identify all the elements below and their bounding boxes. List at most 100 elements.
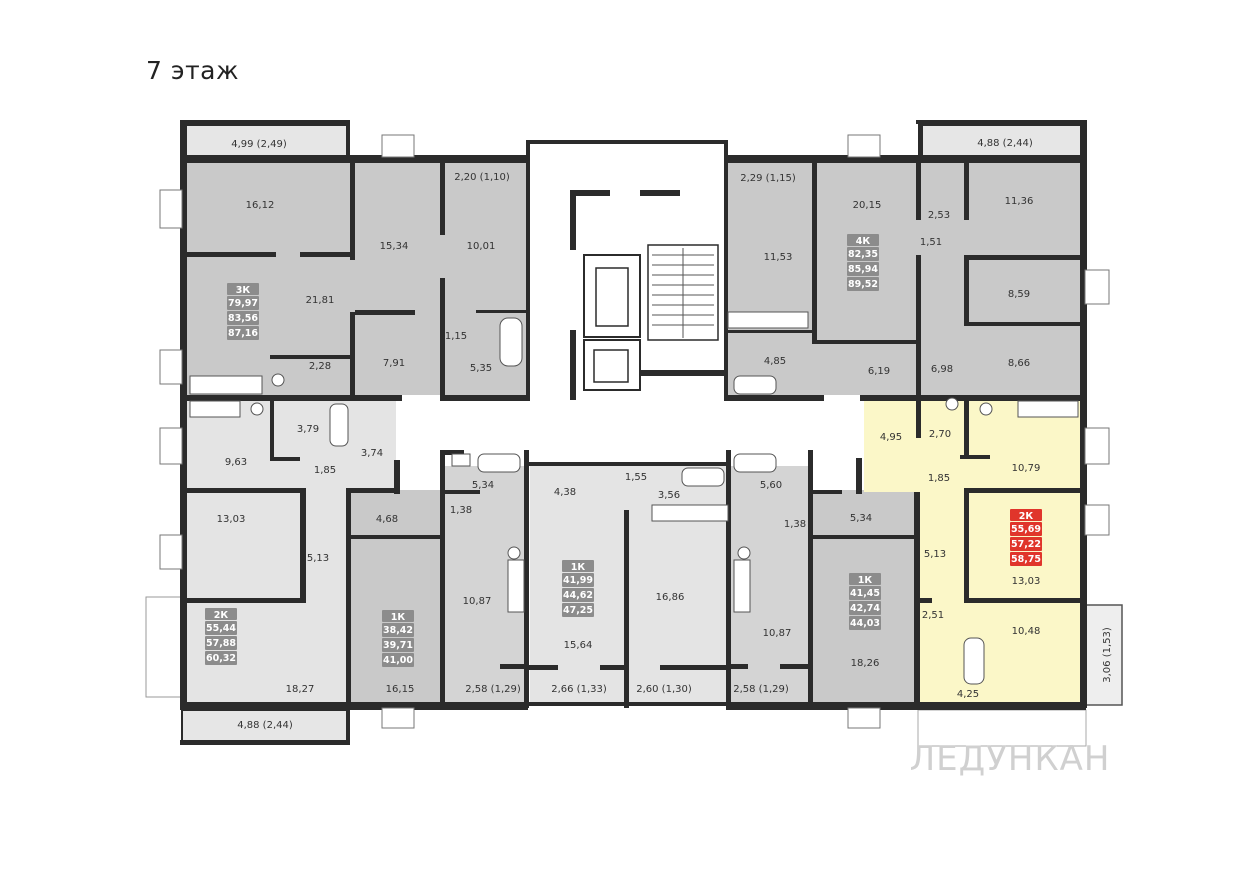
apartment-area: 57,88 <box>206 638 236 649</box>
apartment-area: 58,75 <box>1011 554 1041 565</box>
apartment-area: 85,94 <box>848 264 878 275</box>
room-label: 10,87 <box>463 596 492 607</box>
room-label: 2,70 <box>929 429 951 440</box>
apartment-type: 1К <box>571 562 586 573</box>
room-label: 2,58 (1,29) <box>465 684 521 695</box>
floor-title: 7 этаж <box>146 56 239 85</box>
apartment-badge-1k-center[interactable]: 1К 41,99 44,62 47,25 <box>562 560 594 617</box>
room-label: 4,88 (2,44) <box>237 720 293 731</box>
room-label: 8,59 <box>1008 289 1030 300</box>
apartment-area: 42,74 <box>850 603 880 614</box>
room-label: 13,03 <box>1012 576 1041 587</box>
room-label: 4,68 <box>376 514 398 525</box>
room-label: 16,12 <box>246 200 275 211</box>
room-label: 1,38 <box>450 505 472 516</box>
room-label: 1,85 <box>928 473 950 484</box>
room-label: 3,79 <box>297 424 319 435</box>
apartment-area: 87,16 <box>228 328 258 339</box>
room-label: 3,74 <box>361 448 383 459</box>
room-label: 15,64 <box>564 640 593 651</box>
room-label: 2,20 (1,10) <box>454 172 510 183</box>
room-label: 3,56 <box>658 490 680 501</box>
terrace-bottom-right <box>917 709 1087 747</box>
room-label: 2,53 <box>928 210 950 221</box>
watermark: ЛЕДУНКАН <box>910 739 1111 779</box>
room-label: 1,85 <box>314 465 336 476</box>
apartment-area: 83,56 <box>228 313 258 324</box>
room-label: 5,13 <box>307 553 329 564</box>
room-label: 10,01 <box>467 241 496 252</box>
room-label: 5,34 <box>472 480 494 491</box>
room-label: 10,79 <box>1012 463 1041 474</box>
room-label: 4,95 <box>880 432 902 443</box>
walls <box>180 120 1087 745</box>
room-label: 10,87 <box>763 628 792 639</box>
apartment-area: 41,45 <box>850 588 880 599</box>
room-label: 4,38 <box>554 487 576 498</box>
room-label: 1,51 <box>920 237 942 248</box>
room-label: 20,15 <box>853 200 882 211</box>
apartment-badge-1k-right[interactable]: 1К 41,45 42,74 44,03 <box>849 573 881 630</box>
corridor <box>396 398 864 466</box>
balcony-top-left <box>181 124 349 160</box>
room-label: 5,13 <box>924 549 946 560</box>
apartment-area: 41,99 <box>563 575 593 586</box>
apartment-area: 44,62 <box>563 590 593 601</box>
apartment-area: 55,69 <box>1011 524 1041 535</box>
apartment-type: 2К <box>1019 511 1034 522</box>
room-label: 21,81 <box>306 295 335 306</box>
room-label: 5,60 <box>760 480 782 491</box>
windows <box>159 134 1110 729</box>
apartment-3k-area[interactable] <box>186 160 526 395</box>
room-label: 6,19 <box>868 366 890 377</box>
room-label: 2,51 <box>922 610 944 621</box>
apartment-area: 57,22 <box>1011 539 1041 550</box>
apartment-badge-2k-right-selected[interactable]: 2К 55,69 57,22 58,75 <box>1010 509 1042 566</box>
bathroom-fixtures <box>189 311 1079 685</box>
apartment-badge-2k-left[interactable]: 2К 55,44 57,88 60,32 <box>205 608 237 665</box>
apartment-area: 39,71 <box>383 640 413 651</box>
room-label: 3,06 (1,53) <box>1102 627 1113 683</box>
room-label: 6,98 <box>931 364 953 375</box>
apartment-area: 47,25 <box>563 605 593 616</box>
room-label: 8,66 <box>1008 358 1030 369</box>
room-label: 1,15 <box>445 331 467 342</box>
room-label: 2,60 (1,30) <box>636 684 692 695</box>
room-label: 4,99 (2,49) <box>231 139 287 150</box>
room-label: 5,35 <box>470 363 492 374</box>
room-label: 16,86 <box>656 592 685 603</box>
apartment-4k-fill <box>728 160 1082 395</box>
apartment-area: 79,97 <box>228 298 258 309</box>
room-label: 15,34 <box>380 241 409 252</box>
room-label: 10,48 <box>1012 626 1041 637</box>
apartment-type: 1К <box>391 612 406 623</box>
staircase <box>647 244 719 341</box>
apartment-4k-area[interactable] <box>728 160 1082 395</box>
apartment-area: 38,42 <box>383 625 413 636</box>
room-label: 4,85 <box>764 356 786 367</box>
room-label: 7,91 <box>383 358 405 369</box>
room-label: 2,29 (1,15) <box>740 173 796 184</box>
room-label: 11,53 <box>764 252 793 263</box>
apartment-1k-left-main-fill <box>350 490 444 704</box>
room-label: 18,27 <box>286 684 315 695</box>
room-label: 2,58 (1,29) <box>733 684 789 695</box>
apartment-badge-3k[interactable]: 3К 79,97 83,56 87,16 <box>227 283 259 340</box>
room-label: 2,28 <box>309 361 331 372</box>
room-label: 9,63 <box>225 457 247 468</box>
room-label: 2,66 (1,33) <box>551 684 607 695</box>
apartment-area: 89,52 <box>848 279 878 290</box>
room-label: 5,34 <box>850 513 872 524</box>
apartment-area: 82,35 <box>848 249 878 260</box>
elevator-2-cabin <box>593 349 629 383</box>
apartment-3k-fill <box>186 160 526 395</box>
apartment-area: 60,32 <box>206 653 236 664</box>
room-label: 1,55 <box>625 472 647 483</box>
apartment-badge-1k-left[interactable]: 1К 38,42 39,71 41,00 <box>382 610 414 667</box>
room-label: 13,03 <box>217 514 246 525</box>
apartment-badge-4k[interactable]: 4К 82,35 85,94 89,52 <box>847 234 879 291</box>
apartment-type: 4К <box>856 236 871 247</box>
room-label: 4,88 (2,44) <box>977 138 1033 149</box>
